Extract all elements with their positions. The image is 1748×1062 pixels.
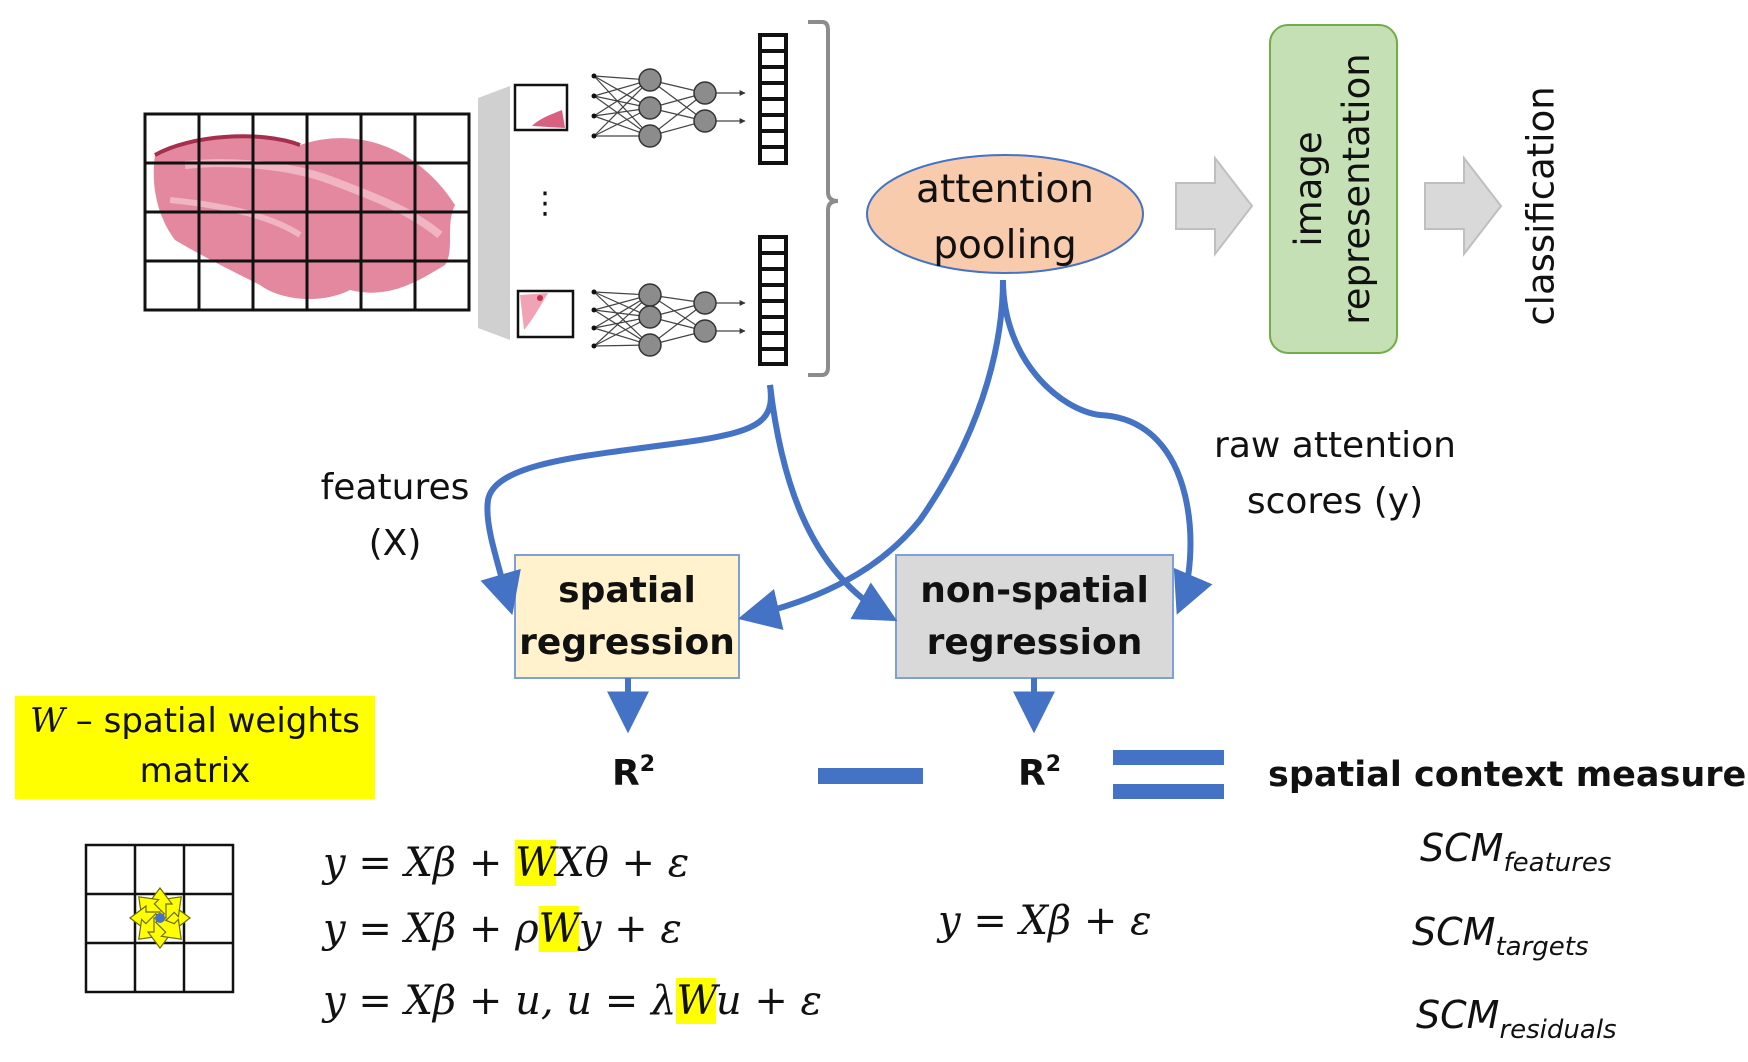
non-spatial-regression-label: non-spatial regression	[920, 569, 1149, 663]
arrow-to-classification	[1424, 155, 1503, 257]
feature-vector-top	[758, 33, 788, 165]
feature-brace	[808, 20, 839, 377]
attention-pooling-node	[866, 154, 1144, 274]
equation-spatial-error: y = Xβ + u, u = λWu + ε	[323, 978, 823, 1024]
r-squared-nonspatial: R2	[1018, 752, 1062, 794]
r-squared-spatial: R2	[612, 752, 656, 794]
features-to-spatial	[480, 384, 774, 616]
equation-nonspatial: y = Xβ + ε	[938, 898, 1152, 944]
non-spatial-regression-node	[895, 554, 1174, 679]
slide-image	[143, 112, 471, 312]
slide-grid	[143, 112, 471, 312]
patch-ellipsis: ⋮	[530, 186, 560, 221]
spatial-weights-note: W – spatial weights matrix	[15, 696, 375, 799]
arrow-to-representation	[1175, 155, 1254, 257]
attention-pooling-label: attention pooling	[916, 167, 1094, 268]
spatial-weights-grid-icon	[84, 843, 235, 994]
neural-network-bottom	[591, 283, 746, 357]
scm-targets: SCMtargets	[1412, 910, 1589, 962]
classification-label: classification	[1519, 86, 1563, 326]
patch-thumbnail-bottom	[516, 289, 575, 339]
attention-to-nonspatial	[1000, 279, 1213, 615]
neural-network-top	[591, 68, 746, 148]
features-to-nonspatial	[767, 384, 898, 622]
feature-vector-bottom	[758, 235, 788, 366]
minus-sign	[818, 768, 923, 784]
flow-arrows	[480, 279, 1213, 734]
image-representation-label: image representation	[1287, 53, 1378, 325]
attention-to-spatial	[737, 279, 1006, 630]
equals-sign	[1113, 750, 1224, 799]
equation-spatial-lag-y: y = Xβ + ρWy + ε	[323, 906, 682, 952]
scm-residuals: SCMresiduals	[1416, 993, 1617, 1045]
image-representation-node	[1269, 24, 1398, 354]
features-label: features (X)	[320, 467, 470, 564]
spatial-context-measure-label: spatial context measure	[1268, 755, 1747, 795]
patch-thumbnail-top	[513, 83, 569, 132]
spatial-regression-label: spatial regression	[519, 569, 735, 663]
tissue-region	[153, 136, 456, 300]
equation-spatial-lag-x: y = Xβ + WXθ + ε	[323, 840, 690, 886]
patch-projection	[478, 86, 510, 340]
scm-features: SCMfeatures	[1420, 826, 1612, 878]
raw-attention-label: raw attention scores (y)	[1214, 425, 1456, 522]
